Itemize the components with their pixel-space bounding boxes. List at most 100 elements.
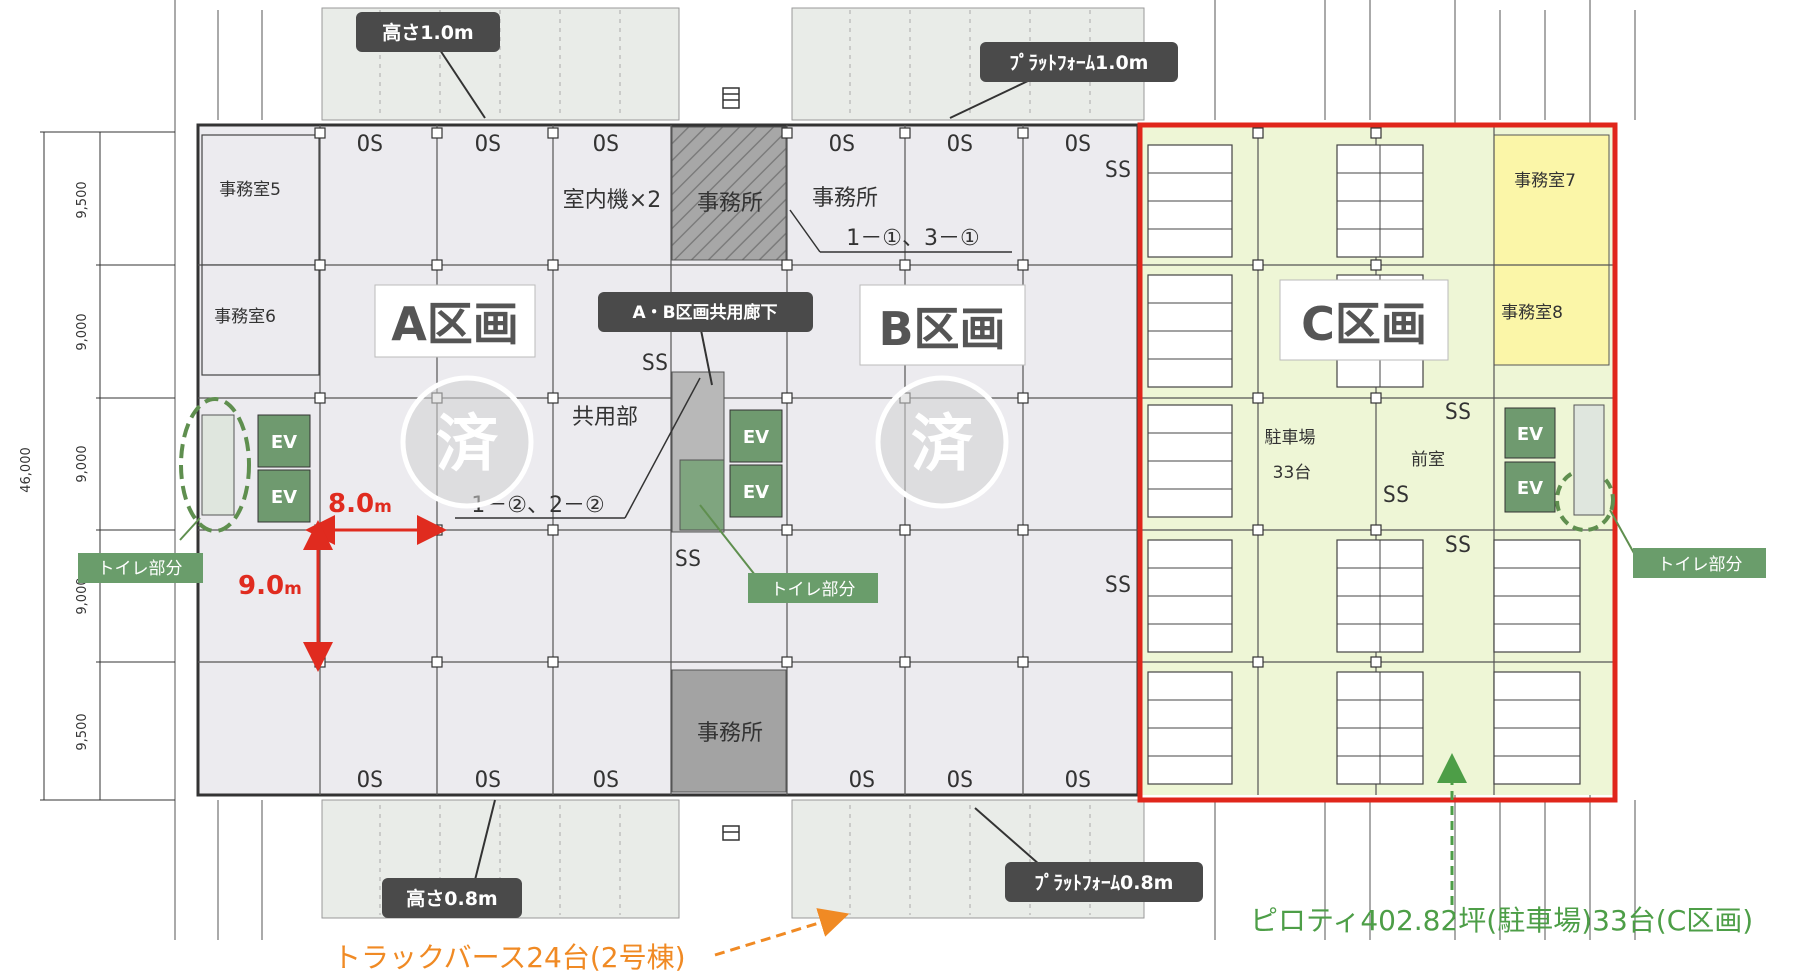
callout-height-bottom bbox=[382, 878, 522, 918]
callout-platform-bottom bbox=[1005, 862, 1203, 902]
span-horizontal-label: 8.0m bbox=[328, 489, 392, 519]
zone-a-box bbox=[374, 284, 536, 358]
os-label: OS bbox=[357, 132, 384, 157]
office-b-label: 事務所 bbox=[812, 186, 878, 211]
common-area-label: 共用部 bbox=[572, 405, 638, 430]
zone-c-box bbox=[1279, 279, 1449, 361]
unit-refs-leader bbox=[789, 209, 821, 253]
office-bottom-block bbox=[671, 669, 787, 793]
callout-leader bbox=[439, 49, 486, 119]
os-label: OS bbox=[1065, 132, 1092, 157]
dimension-row-5: 9,500 bbox=[75, 713, 90, 750]
truck-berth-note: トラックバース24台(2号棟) bbox=[333, 941, 686, 974]
os-label: OS bbox=[1065, 768, 1092, 793]
ev-label: EV bbox=[743, 427, 769, 448]
toilet-leader bbox=[699, 504, 756, 576]
toilet-leader bbox=[1609, 509, 1636, 556]
callout-corridor bbox=[598, 292, 813, 332]
toilet-tag-mid bbox=[748, 573, 878, 603]
zone-b-box bbox=[859, 284, 1026, 366]
os-label: OS bbox=[947, 768, 974, 793]
ev-label: EV bbox=[743, 482, 769, 503]
office8-label: 事務室8 bbox=[1501, 303, 1563, 323]
parking-label: 駐車場 bbox=[1265, 428, 1316, 448]
os-label: OS bbox=[475, 768, 502, 793]
column-posts bbox=[314, 127, 1382, 668]
ss-label: SS bbox=[1105, 158, 1132, 183]
callout-height-bottom-label: 高さ0.8m bbox=[406, 887, 497, 910]
os-label: OS bbox=[593, 768, 620, 793]
os-label: OS bbox=[947, 132, 974, 157]
toilet-ring-left bbox=[179, 397, 251, 533]
dimension-row-4: 9,000 bbox=[75, 577, 90, 614]
ss-label: SS bbox=[642, 351, 669, 376]
callout-leader bbox=[974, 807, 1041, 866]
unit-refs-top-label: 1－①、3－① bbox=[846, 226, 979, 251]
room-office5 bbox=[201, 134, 320, 266]
callout-platform-top bbox=[980, 42, 1178, 82]
platform-areas bbox=[321, 7, 1145, 919]
callout-leader bbox=[699, 324, 713, 386]
toilet-tag-left bbox=[78, 553, 203, 583]
office-bottom-label: 事務所 bbox=[697, 721, 763, 746]
os-label: OS bbox=[849, 768, 876, 793]
ev-label: EV bbox=[271, 487, 297, 508]
callout-leader bbox=[949, 79, 1031, 119]
ss-label: SS bbox=[1105, 573, 1132, 598]
office7-label: 事務室7 bbox=[1514, 171, 1576, 191]
ev-label: EV bbox=[271, 432, 297, 453]
done-stamp-b-label: 済 bbox=[911, 407, 974, 480]
done-stamp-b bbox=[875, 375, 1009, 509]
ss-label: SS bbox=[1383, 483, 1410, 508]
piloti-note: ピロティ402.82坪(駐車場)33台(C区画) bbox=[1250, 904, 1753, 937]
lobby-label: 前室 bbox=[1411, 450, 1445, 470]
unit-refs-mid-leader bbox=[624, 377, 701, 519]
drain-icons bbox=[722, 87, 740, 841]
office6-label: 事務室6 bbox=[214, 307, 276, 327]
zone-a-label: A区画 bbox=[391, 297, 519, 351]
dimension-chain bbox=[40, 131, 175, 801]
building-ab bbox=[196, 123, 1140, 797]
callout-platform-bottom-label: ﾌﾟﾗｯﾄﾌｫｰﾑ0.8m bbox=[1035, 871, 1174, 894]
callout-platform-top-label: ﾌﾟﾗｯﾄﾌｫｰﾑ1.0m bbox=[1010, 51, 1149, 74]
dimension-row-1: 9,500 bbox=[75, 181, 90, 218]
span-vertical-label: 9.0m bbox=[238, 571, 302, 601]
toilet-tag-left-label: トイレ部分 bbox=[98, 559, 183, 579]
office-yellow-area bbox=[1493, 134, 1610, 366]
zone-c-label: C区画 bbox=[1301, 297, 1427, 351]
callout-height-top bbox=[356, 12, 500, 52]
toilet-tag-right bbox=[1633, 548, 1766, 578]
zone-c-border bbox=[1137, 122, 1618, 803]
os-label: OS bbox=[357, 768, 384, 793]
ev-label: EV bbox=[1517, 424, 1543, 445]
os-label: OS bbox=[829, 132, 856, 157]
room-office6 bbox=[201, 264, 320, 376]
toilet-tag-right-label: トイレ部分 bbox=[1658, 555, 1743, 575]
callout-corridor-label: A・B区画共用廊下 bbox=[632, 302, 777, 323]
parking-stall-dividers bbox=[1148, 145, 1580, 784]
elevators bbox=[257, 407, 1556, 523]
office-top-block bbox=[671, 126, 787, 261]
indoor-units-label: 室内機×2 bbox=[563, 188, 661, 213]
callout-height-top-label: 高さ1.0m bbox=[382, 21, 473, 44]
done-stamp-a-label: 済 bbox=[436, 407, 499, 480]
done-stamp-a bbox=[400, 375, 534, 509]
dimension-row-2: 9,000 bbox=[75, 313, 90, 350]
parking-count-label: 33台 bbox=[1273, 463, 1312, 483]
ss-label: SS bbox=[1445, 533, 1472, 558]
dimension-total: 46,000 bbox=[19, 447, 34, 493]
office5-label: 事務室5 bbox=[219, 180, 281, 200]
ss-label: SS bbox=[675, 547, 702, 572]
zone-b-label: B区画 bbox=[878, 302, 1005, 356]
os-label: OS bbox=[475, 132, 502, 157]
toilet-fixtures-mid bbox=[679, 459, 725, 531]
ss-label: SS bbox=[1445, 400, 1472, 425]
toilet-tag-mid-label: トイレ部分 bbox=[771, 580, 856, 600]
truck-berth-arrow bbox=[714, 908, 850, 957]
dimension-row-3: 9,000 bbox=[75, 445, 90, 482]
callout-leader bbox=[474, 799, 496, 881]
ev-label: EV bbox=[1517, 478, 1543, 499]
toilet-leader bbox=[179, 517, 201, 541]
os-label: OS bbox=[593, 132, 620, 157]
